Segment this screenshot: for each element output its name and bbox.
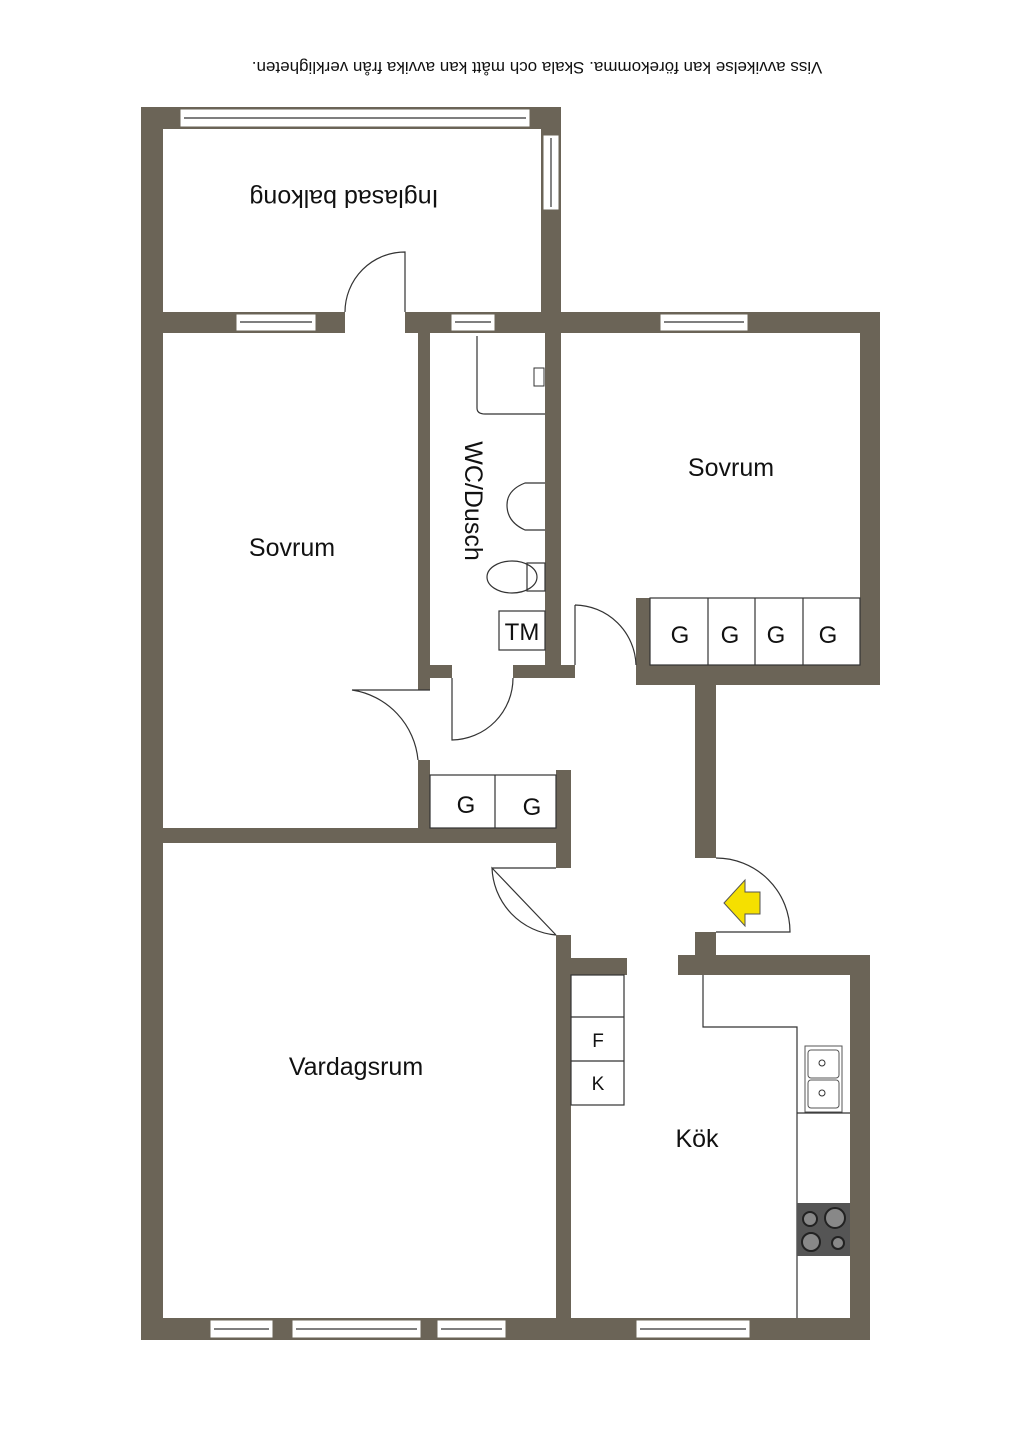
fridge-label: F bbox=[592, 1031, 604, 1052]
room-label-kitchen: Kök bbox=[675, 1125, 719, 1153]
bathroom-fixtures: TM bbox=[476, 336, 546, 651]
entrance-arrow-icon bbox=[723, 878, 761, 928]
sink-icon bbox=[506, 482, 545, 531]
sink-icon bbox=[804, 1045, 843, 1113]
doors bbox=[344, 251, 791, 936]
toilet-icon bbox=[486, 560, 538, 594]
closet-label: G bbox=[767, 622, 786, 649]
closets-right: G G G G bbox=[649, 597, 861, 666]
closet-label: G bbox=[819, 622, 838, 649]
room-label-balcony: Inglasad balkong bbox=[249, 184, 438, 212]
walls bbox=[141, 107, 880, 1340]
closet-label: G bbox=[671, 622, 690, 649]
room-label-bedroom-left: Sovrum bbox=[249, 534, 335, 562]
closet-label: G bbox=[523, 794, 542, 821]
stove-icon bbox=[797, 1203, 850, 1256]
room-label-bedroom-right: Sovrum bbox=[688, 454, 774, 482]
closet-label: G bbox=[721, 622, 740, 649]
room-label-living-room: Vardagsrum bbox=[289, 1053, 423, 1081]
tm-label: TM bbox=[505, 619, 540, 646]
kitchen-fixtures: F K bbox=[570, 974, 850, 1318]
closet-label: G bbox=[457, 792, 476, 819]
disclaimer-text: Viss avvikelse kan förekomma. Skala och … bbox=[252, 58, 822, 77]
freezer-label: K bbox=[592, 1074, 605, 1095]
room-label-bathroom: WC/Dusch bbox=[459, 441, 487, 560]
closets-hall: G G bbox=[429, 774, 557, 829]
windows bbox=[179, 108, 751, 1339]
